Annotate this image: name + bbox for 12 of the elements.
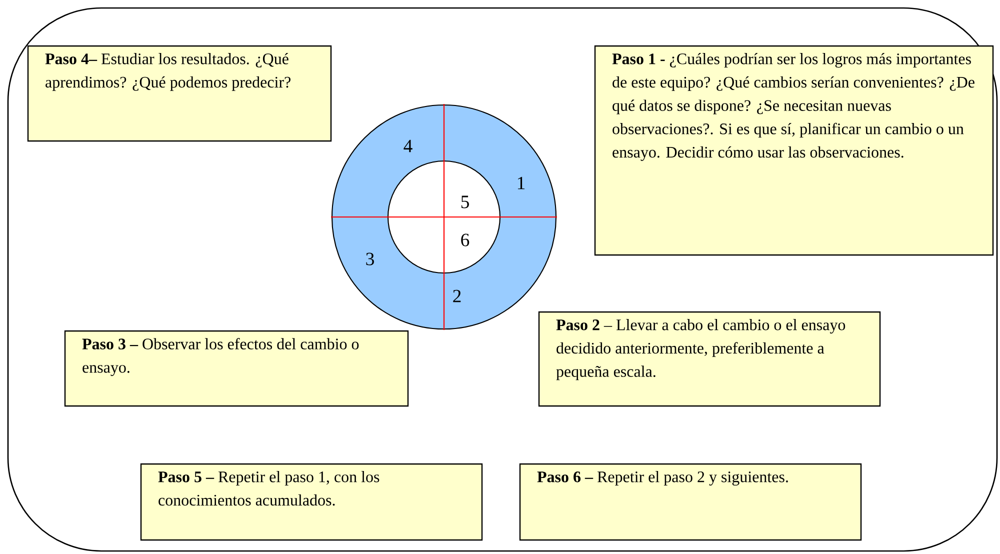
- segment-number: 4: [404, 140, 412, 152]
- step-box: Paso 5 – Repetir el paso 1, con los conocimientos acumulados.: [140, 463, 483, 541]
- segment-number: 1: [518, 176, 525, 190]
- step-box: Paso 3 – Observar los efectos del cambio o ensayo.: [64, 330, 409, 407]
- segment-number: 2: [453, 290, 461, 302]
- step-box: Paso 6 – Repetir el paso 2 y siguientes.: [519, 463, 862, 541]
- segment-number: 3: [366, 252, 374, 266]
- step-box: Paso 1 - ¿Cuáles podrían ser los logros más importantes de este equipo? ¿Qué cambios serían convenientes? ¿De qué datos se dispone? ¿Se necesitan nuevas observaciones?. Si es que sí, planificar un cambio o un ensayo. Decidir cómo usar las observaciones.: [594, 45, 994, 256]
- segment-number: 6: [461, 234, 470, 246]
- step-box: Paso 2 – Llevar a cabo el cambio o el ensayo decidido anteriormente, preferiblemente a pequeña escala.: [538, 311, 881, 407]
- segment-number: 5: [461, 196, 469, 208]
- step-box: Paso 4– Estudiar los resultados. ¿Qué aprendimos? ¿Qué podemos predecir?: [27, 45, 332, 142]
